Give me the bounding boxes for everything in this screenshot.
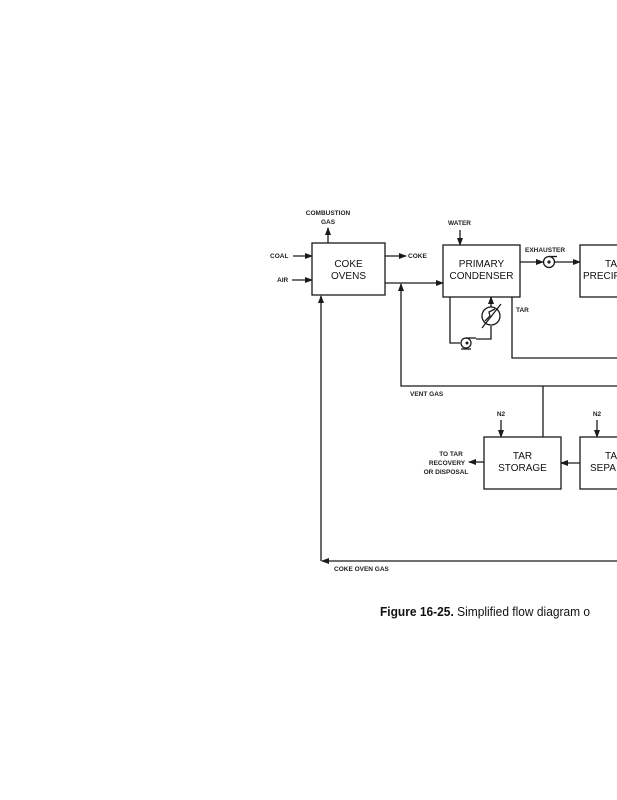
- coke-label: COKE: [408, 253, 427, 260]
- tar-storage-box: [483, 436, 562, 490]
- vent-gas-line: [398, 283, 617, 387]
- heat-exchanger-icon: [481, 303, 502, 329]
- tar-precipitator-label-1: TA: [605, 259, 617, 270]
- recirc-line: [449, 297, 460, 344]
- exhauster-label: EXHAUSTER: [525, 247, 565, 254]
- combustion-gas-label-2: GAS: [321, 219, 336, 226]
- exhauster-fan-icon: [542, 255, 557, 269]
- tar-storage-label-2: STORAGE: [498, 463, 547, 474]
- figure-caption-text: Simplified flow diagram o: [457, 604, 591, 619]
- tar-line: [511, 297, 617, 359]
- tar-separator-box: [579, 436, 617, 490]
- coal-label: COAL: [270, 253, 288, 260]
- tar-precipitator-label-2: PRECIP: [583, 271, 617, 282]
- vent-gas-label: VENT GAS: [410, 391, 444, 398]
- primary-condenser-box: [442, 244, 521, 298]
- coke-oven-gas-label: COKE OVEN GAS: [334, 566, 390, 573]
- tar-precipitator-box: [579, 244, 617, 298]
- figure-number: Figure 16-25.: [380, 604, 454, 619]
- air-label: AIR: [277, 277, 289, 284]
- water-label: WATER: [448, 220, 471, 227]
- tar-storage-label-1: TAR: [513, 451, 532, 462]
- tar-recovery-label-1: TO TAR: [439, 451, 463, 458]
- coke-ovens-label-2: OVENS: [331, 271, 366, 282]
- primary-condenser-label-1: PRIMARY: [459, 259, 505, 270]
- tar-recovery-label-2: RECOVERY: [429, 460, 466, 467]
- figure-caption: Figure 16-25. Simplified flow diagram o: [380, 604, 590, 619]
- tar-label: TAR: [516, 307, 529, 314]
- pump-icon: [460, 337, 476, 350]
- primary-condenser-label-2: CONDENSER: [450, 271, 514, 282]
- tar-recovery-label-3: OR DISPOSAL: [424, 469, 469, 476]
- n2-storage-label: N2: [497, 411, 506, 418]
- combustion-gas-label-1: COMBUSTION: [306, 210, 351, 217]
- pump-to-cooler-line: [476, 326, 492, 340]
- tar-separator-label-2: SEPA: [590, 463, 616, 474]
- n2-separator-label: N2: [593, 411, 602, 418]
- tar-separator-label-1: TA: [605, 451, 617, 462]
- coke-ovens-label-1: COKE: [334, 259, 363, 270]
- coke-ovens-box: [311, 242, 386, 296]
